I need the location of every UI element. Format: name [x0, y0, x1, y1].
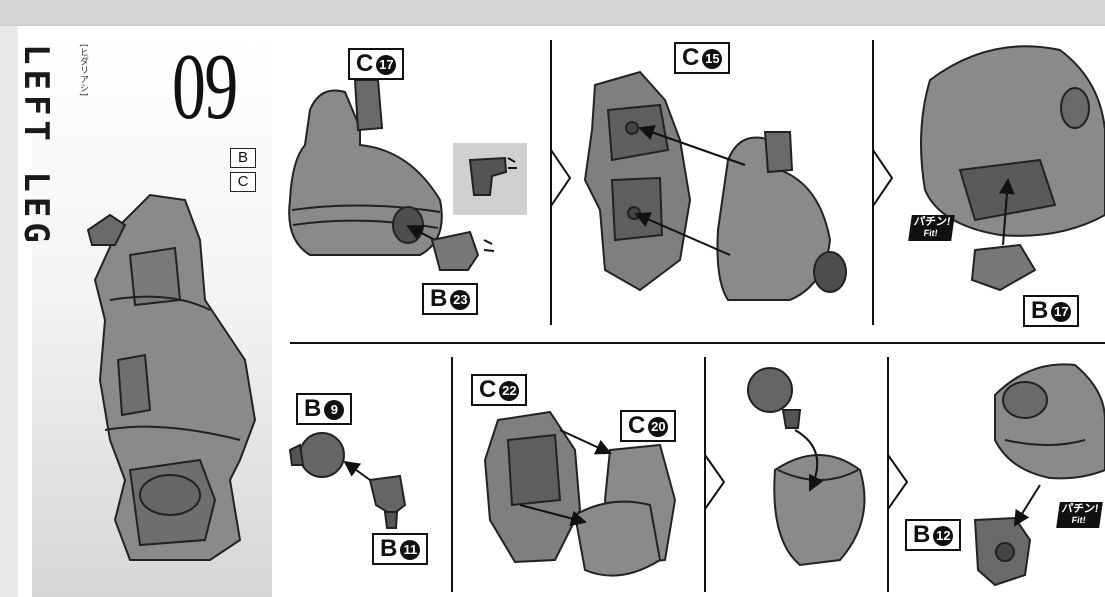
part-number-badge: 17	[376, 55, 397, 75]
part-number-badge: 12	[933, 526, 954, 546]
part-label-letter: C	[479, 376, 497, 403]
part-b17-illustration	[920, 45, 1105, 292]
runner-tag-b: B	[230, 148, 256, 168]
part-b9-b11-illustration	[288, 432, 407, 529]
part-label-letter: B	[430, 285, 448, 312]
part-number-badge: 23	[450, 290, 471, 310]
fit-badge-jp: パチン!	[1061, 503, 1100, 515]
part-number-badge: 11	[400, 540, 421, 560]
step-number: 09	[172, 35, 238, 139]
top-band	[0, 0, 1105, 26]
fit-badge-en: Fit!	[1070, 515, 1087, 525]
part-label-letter: C	[682, 44, 700, 71]
fit-badge-en: Fit!	[922, 228, 939, 238]
part-number-badge: 15	[702, 49, 723, 69]
part-number-badge: 22	[499, 381, 520, 401]
part-c15-illustration	[583, 70, 847, 301]
part-c17-illustration	[288, 79, 443, 256]
knee-joint-insertion-illustration	[747, 367, 866, 567]
part-label-letter: B	[913, 521, 931, 548]
step-title-ja: [ヒダリアシ]	[78, 44, 88, 97]
fit-badge-b17: パチン!Fit!	[908, 215, 955, 241]
left-leg-assembled-illustration	[86, 193, 257, 561]
part-label-letter: B	[380, 535, 398, 562]
part-number-badge: 20	[648, 417, 669, 437]
runner-tag-c: C	[230, 172, 256, 192]
part-number-badge: 17	[1051, 302, 1072, 322]
part-label-letter: B	[304, 395, 322, 422]
part-label-letter: C	[628, 412, 646, 439]
part-b23-illustration	[430, 230, 495, 271]
part-c22-c20-illustration	[483, 410, 677, 577]
fit-badge-jp: パチン!	[913, 216, 952, 228]
panel-dividers	[290, 40, 1105, 592]
part-label-letter: C	[356, 50, 374, 77]
fit-badge-b12: パチン!Fit!	[1056, 502, 1103, 528]
part-detail-inset	[453, 143, 527, 215]
part-b12-illustration	[973, 363, 1105, 587]
part-number-badge: 9	[324, 400, 345, 420]
part-label-letter: B	[1031, 297, 1049, 324]
